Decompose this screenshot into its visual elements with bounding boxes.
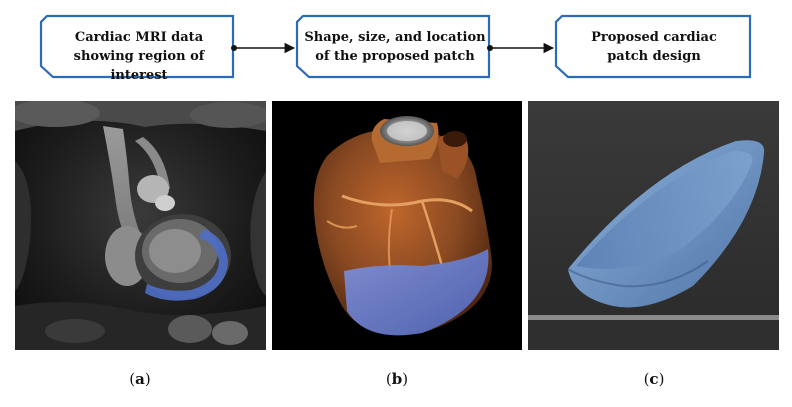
flow-box-3-line-2: patch design — [607, 49, 701, 64]
flow-box-3 — [554, 14, 752, 79]
flow-box-1-text: Cardiac MRI data showing region of inter… — [44, 28, 234, 85]
caption-c: (c) — [643, 370, 665, 388]
panel-a-mri-image — [15, 101, 266, 350]
flow-box-1 — [39, 14, 235, 79]
heart-patch-region — [344, 249, 489, 336]
caption-a: (a) — [129, 370, 151, 388]
flow-box-1-line-2: showing region of interest — [73, 49, 205, 83]
panel-b-heart-render — [272, 101, 522, 350]
flow-box-1-line-1: Cardiac MRI data — [74, 30, 204, 45]
flow-box-2-text: Shape, size, and location of the propose… — [300, 28, 490, 66]
caption-b: (b) — [385, 370, 409, 388]
flow-box-3-text: Proposed cardiac patch design — [559, 28, 749, 66]
flow-box-2-line-2: of the proposed patch — [315, 49, 475, 64]
panel-c-patch-model — [528, 101, 779, 350]
flow-box-3-line-1: Proposed cardiac — [591, 30, 717, 45]
caption-c-letter: c — [649, 370, 659, 388]
flow-box-2 — [295, 14, 491, 79]
flow-box-2-line-1: Shape, size, and location — [304, 30, 486, 45]
flowchart — [39, 14, 752, 79]
caption-a-letter: a — [135, 370, 145, 388]
caption-b-letter: b — [391, 370, 403, 388]
mri-patch-overlay — [145, 229, 228, 301]
